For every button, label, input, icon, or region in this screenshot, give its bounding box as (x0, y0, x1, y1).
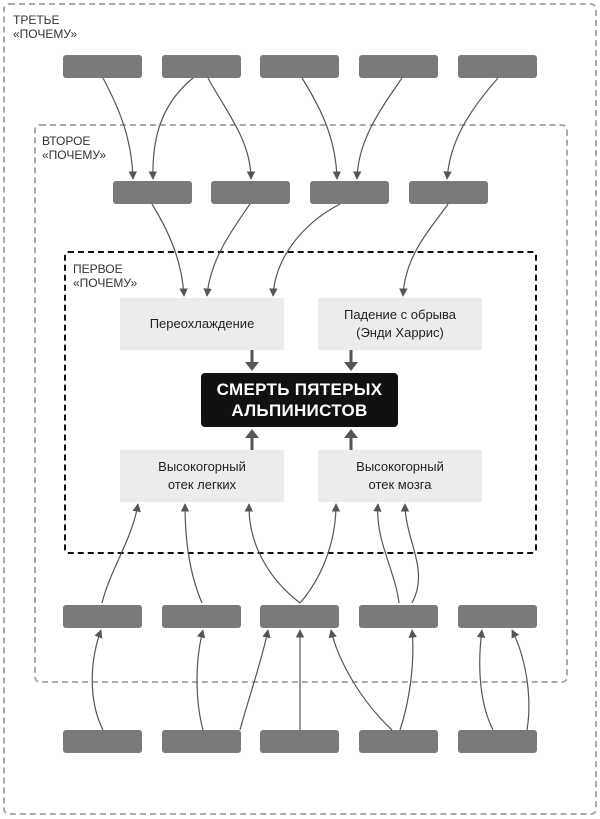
arrow-t4-s3 (352, 77, 403, 180)
third-why-label: ТРЕТЬЕ «ПОЧЕМУ» (13, 13, 78, 41)
third-why-top-box-4 (359, 55, 438, 78)
arrow-sb3-cerebral (299, 503, 341, 604)
first-why-label: ПЕРВОЕ «ПОЧЕМУ» (73, 262, 138, 290)
arrow-t1-s1 (102, 77, 138, 180)
third-why-top-box-5 (458, 55, 537, 78)
arrow-sb4b-cerebral (400, 503, 420, 604)
arrow-tb4-sb3 (328, 629, 393, 731)
second-why-bottom-box-4 (359, 605, 438, 628)
arrow-t2-s2 (207, 77, 256, 180)
arrow-sb3-pulmonary (244, 503, 301, 604)
third-why-bottom-box-1 (63, 730, 142, 753)
arrow-tb5-sb5b (511, 629, 530, 731)
arrow-tb1-sb1 (91, 629, 104, 731)
third-why-bottom-box-5 (458, 730, 537, 753)
second-why-bottom-box-3 (260, 605, 339, 628)
arrow-s2-hypothermia (203, 203, 251, 297)
second-why-top-box-1 (113, 181, 192, 204)
arrow-tb5-sb5a (476, 629, 494, 731)
third-why-bottom-box-4 (359, 730, 438, 753)
arrow-sb4-cerebral (373, 503, 400, 604)
arrow-t2-s1 (148, 77, 194, 180)
thick-arrow-cerebral-head (344, 429, 358, 438)
third-why-bottom-box-3 (260, 730, 339, 753)
second-why-bottom-box-5 (458, 605, 537, 628)
third-why-frame (3, 3, 597, 815)
arrow-s4-fall (399, 203, 449, 297)
thick-arrow-hypothermia-head (245, 362, 259, 371)
arrow-t3-s3 (301, 77, 342, 180)
arrow-s1-hypothermia (151, 203, 188, 297)
arrow-tb3-sb3a (239, 629, 271, 731)
first-why-frame (64, 251, 537, 554)
thick-arrow-fall-head (344, 362, 358, 371)
arrow-sb2-pulmonary (180, 503, 203, 604)
arrow-tb2-sb2 (196, 629, 206, 731)
second-why-bottom-box-1 (63, 605, 142, 628)
second-why-top-box-2 (211, 181, 290, 204)
second-why-label: ВТОРОЕ «ПОЧЕМУ» (42, 134, 107, 162)
arrow-t5-s4 (443, 77, 499, 180)
arrow-tb4-sb4 (399, 629, 417, 731)
third-why-top-box-2 (162, 55, 241, 78)
arrow-sb1-pulmonary (101, 503, 141, 604)
arrow-s3-hypothermia (269, 203, 341, 297)
central-event: СМЕРТЬ ПЯТЕРЫХ АЛЬПИНИСТОВ (201, 373, 398, 427)
second-why-top-box-3 (310, 181, 389, 204)
third-why-top-box-3 (260, 55, 339, 78)
cause-cerebral-edema: Высокогорный отек мозга (318, 450, 482, 502)
cause-pulmonary-edema: Высокогорный отек легких (120, 450, 284, 502)
thick-arrow-pulmonary-head (245, 429, 259, 438)
cause-hypothermia: Переохлаждение (120, 298, 284, 350)
second-why-frame (34, 124, 568, 683)
second-why-top-box-4 (409, 181, 488, 204)
second-why-bottom-box-2 (162, 605, 241, 628)
third-why-top-box-1 (63, 55, 142, 78)
third-why-bottom-box-2 (162, 730, 241, 753)
cause-fall: Падение с обрыва (Энди Харрис) (318, 298, 482, 350)
